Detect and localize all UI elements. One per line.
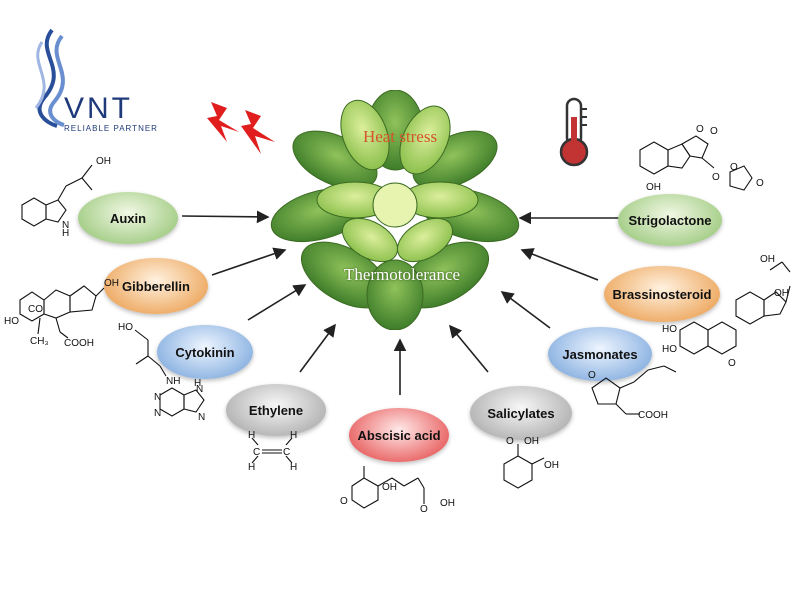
chem-label: OH — [544, 460, 559, 471]
chem-label: O — [730, 162, 738, 173]
hormone-label: Auxin — [109, 210, 147, 226]
chem-label: N — [62, 220, 69, 231]
chem-label: CH₃ — [30, 336, 49, 347]
chem-label: OH — [760, 254, 775, 265]
chem-label: OH — [382, 482, 397, 493]
hormone-ethylene: Ethylene — [226, 384, 326, 436]
hormone-jasmonates: Jasmonates — [548, 327, 652, 381]
chem-label: H — [290, 462, 297, 473]
chem-label: H — [194, 378, 201, 389]
arrow-brassinosteroid — [520, 248, 599, 281]
chem-label: HO — [4, 316, 19, 327]
chem-label: HO — [662, 324, 677, 335]
hormone-label: Cytokinin — [175, 344, 235, 360]
hormone-strigolactone: Strigolactone — [618, 194, 722, 246]
thermometer-icon — [559, 97, 589, 167]
hormone-gibberellin: Gibberellin — [104, 258, 208, 314]
chem-label: O — [420, 504, 428, 515]
hormone-label: Brassinosteroid — [612, 286, 712, 302]
chem-label: OH — [96, 156, 111, 167]
chem-label: N — [198, 412, 205, 423]
hormone-abscisic-acid: Abscisic acid — [349, 408, 449, 462]
chem-label: NH — [166, 376, 180, 387]
chem-label: C — [253, 447, 260, 458]
chem-label: O — [728, 358, 736, 369]
vnt-logo-flame-icon — [34, 28, 65, 128]
chem-label: O — [710, 126, 718, 137]
logo-tagline: RELIABLE PARTNER — [64, 124, 158, 133]
auxin-structure — [21, 164, 93, 227]
chem-label: N — [154, 408, 161, 419]
chem-label: OH — [646, 182, 661, 193]
lightning-icon — [207, 102, 275, 154]
chem-label: COOH — [638, 410, 668, 421]
arrow-gibberellin — [211, 247, 287, 276]
chem-label: HO — [662, 344, 677, 355]
chem-label: OH — [524, 436, 539, 447]
chem-label: O — [588, 370, 596, 381]
chem-label: CO — [28, 304, 43, 315]
arrow-cytokinin — [247, 284, 307, 321]
hormone-auxin: Auxin — [78, 192, 178, 244]
chem-label: H — [62, 228, 69, 239]
chem-label: O — [340, 496, 348, 507]
chem-label: OH — [440, 498, 455, 509]
abscisic-acid-structure — [351, 466, 425, 509]
plant-illustration — [270, 90, 520, 330]
chem-label: O — [712, 172, 720, 183]
chem-label: C — [283, 447, 290, 458]
chem-label: OH — [774, 288, 789, 299]
chem-label: N — [154, 392, 161, 403]
hormone-brassinosteroid: Brassinosteroid — [604, 266, 720, 322]
chem-label: O — [696, 124, 704, 135]
chem-label: O — [506, 436, 514, 447]
hormone-label: Ethylene — [248, 402, 304, 418]
thermotolerance-label: Thermotolerance — [343, 265, 461, 284]
strigolactone-structure — [639, 135, 753, 191]
jasmonates-structure — [591, 365, 677, 415]
logo-brand: VNT — [64, 92, 133, 125]
gibberellin-structure — [19, 285, 105, 339]
arrow-ethylene — [299, 323, 336, 373]
hormone-label: Jasmonates — [562, 346, 638, 362]
salicylates-structure — [503, 444, 545, 489]
cytokinin-structure — [134, 329, 205, 417]
arrow-jasmonates — [500, 291, 551, 329]
chem-label: HO — [118, 322, 133, 333]
hormone-label: Strigolactone — [628, 212, 712, 228]
chem-label: H — [248, 430, 255, 441]
ethylene-structure — [251, 437, 293, 464]
chem-label: H — [290, 430, 297, 441]
chem-label: N — [196, 384, 203, 395]
hormone-label: Abscisic acid — [357, 427, 441, 443]
hormone-label: Salicylates — [487, 405, 555, 421]
chem-label: OH — [104, 278, 119, 289]
arrow-auxin — [181, 210, 270, 224]
brassinosteroid-structure — [679, 261, 791, 355]
chem-label: O — [756, 178, 764, 189]
arrow-salicylates — [448, 324, 489, 373]
hormone-cytokinin: Cytokinin — [157, 325, 253, 379]
hormone-salicylates: Salicylates — [470, 386, 572, 440]
heat-stress-label: Heat stress — [362, 127, 438, 146]
chem-label: COOH — [64, 338, 94, 349]
chem-label: H — [248, 462, 255, 473]
hormone-label: Gibberellin — [122, 278, 190, 294]
